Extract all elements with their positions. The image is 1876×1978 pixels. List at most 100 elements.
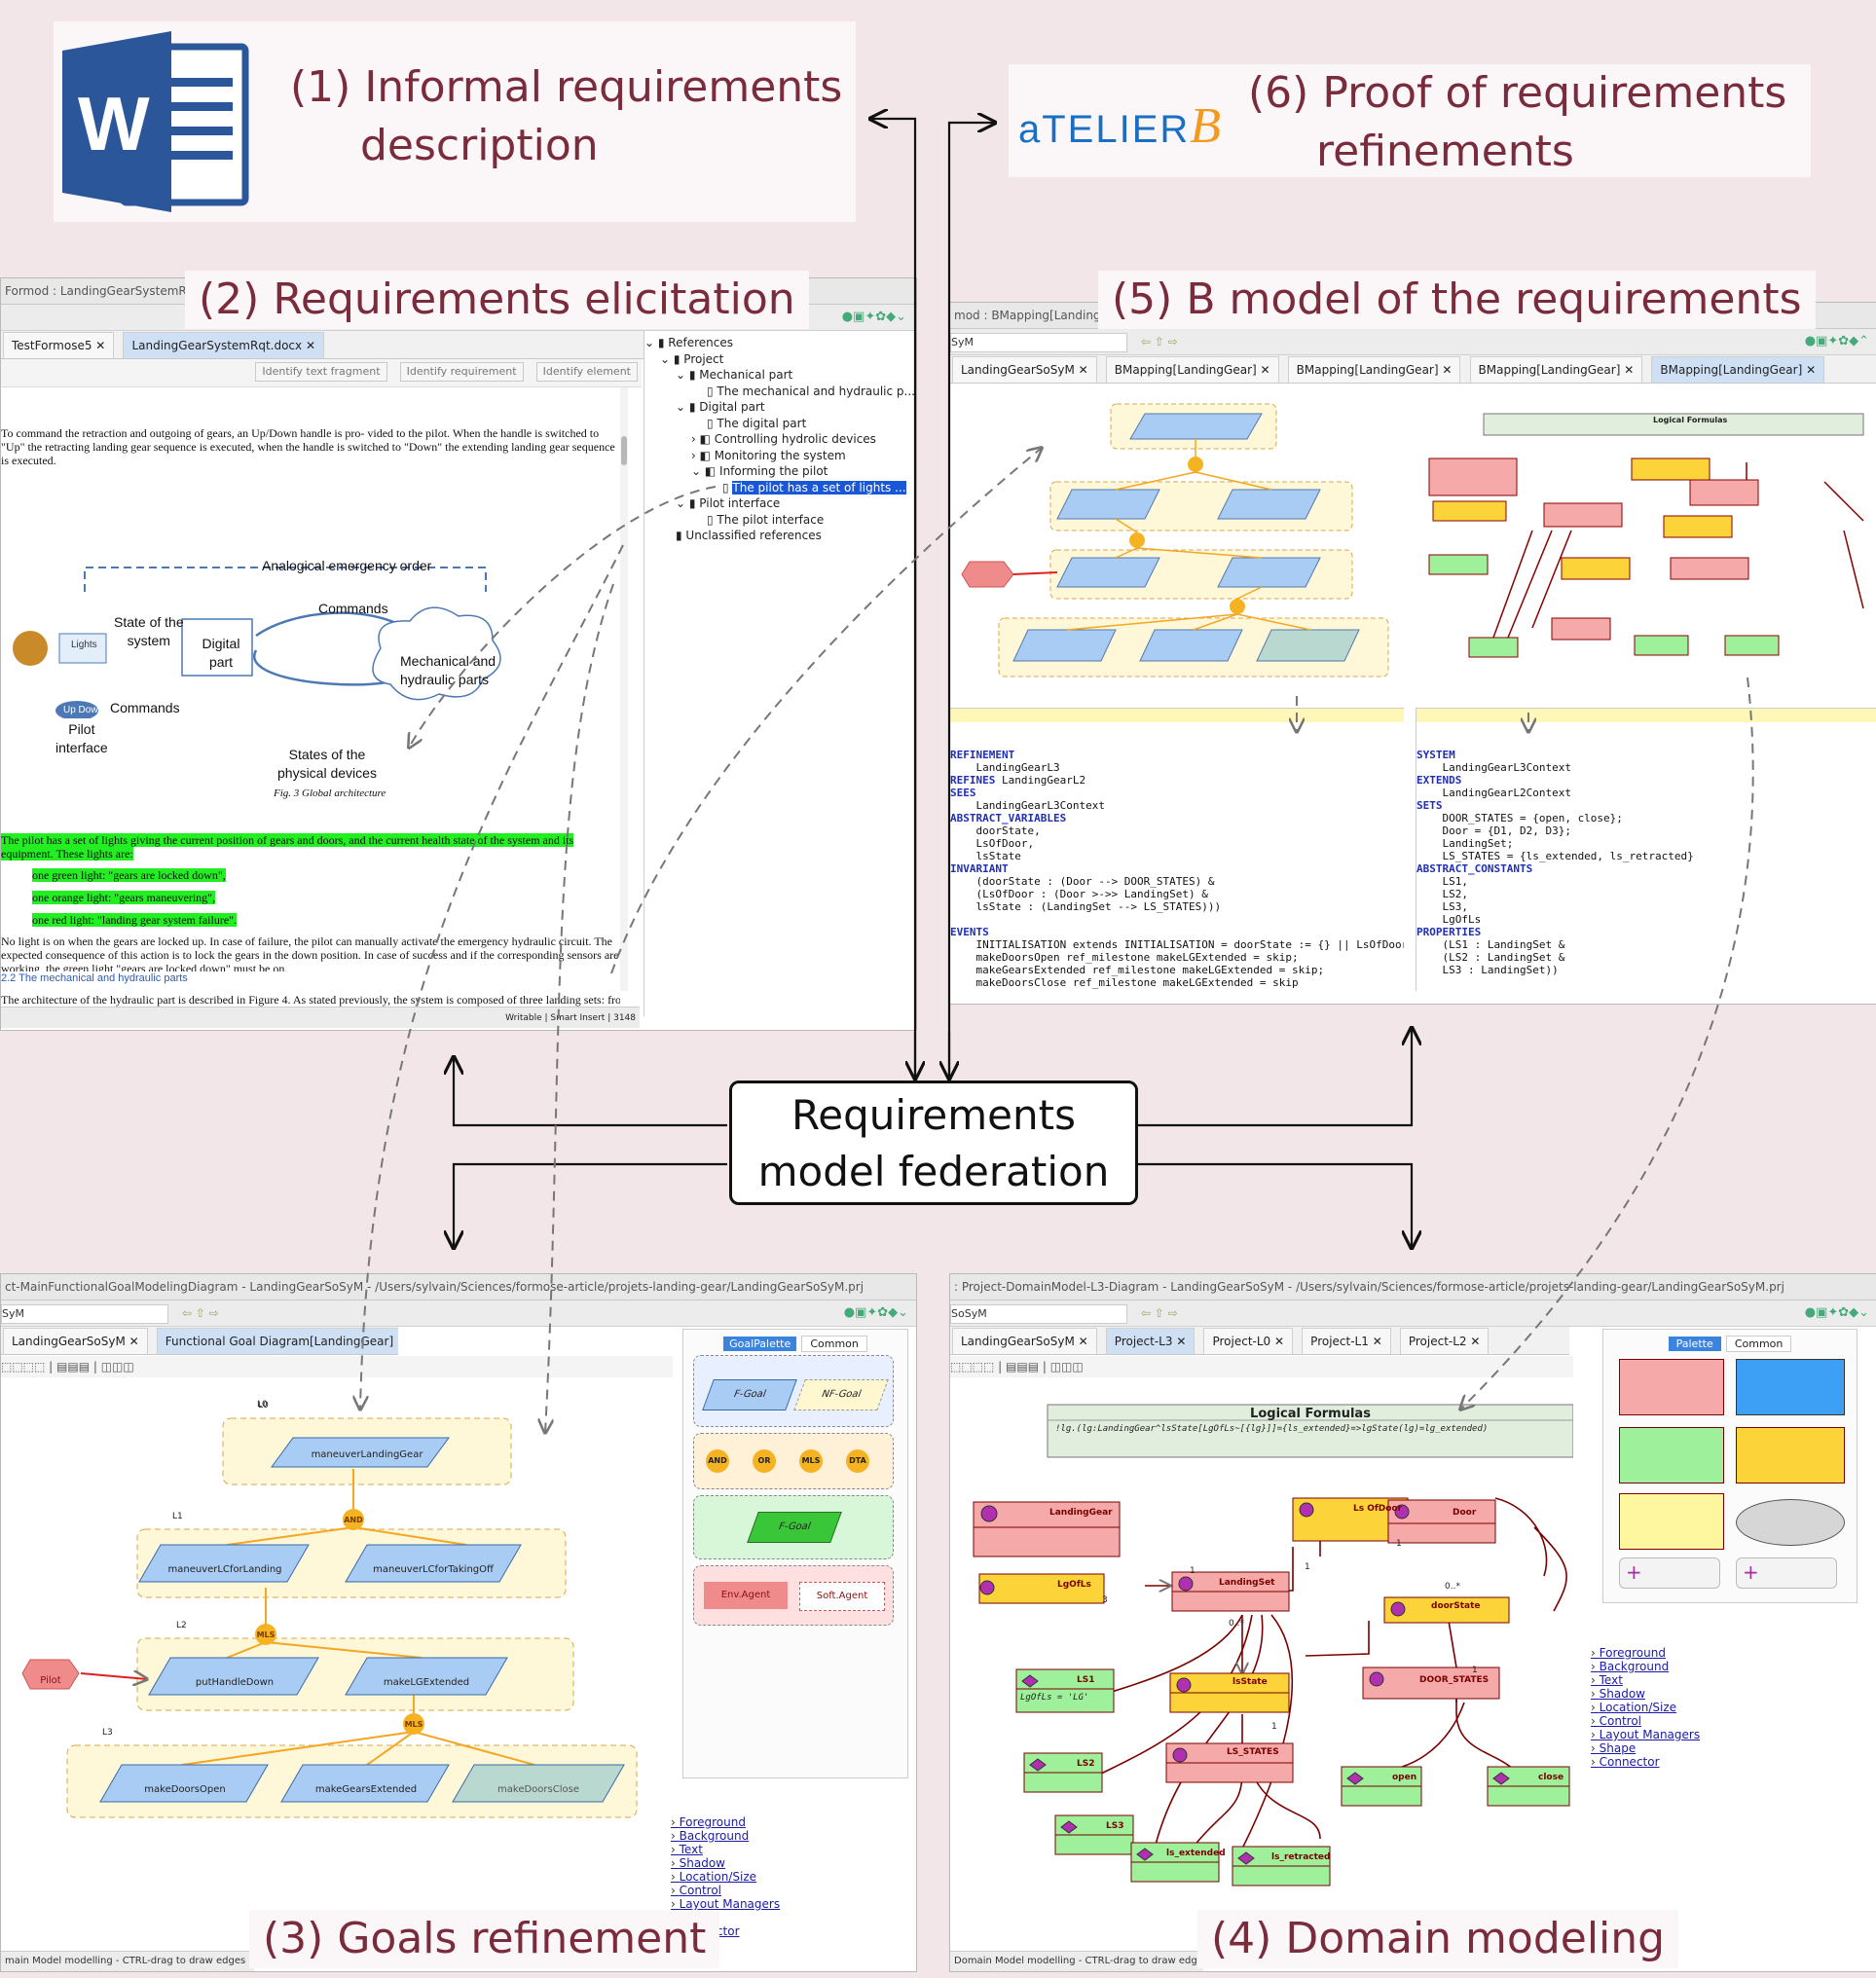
path-field[interactable]: SyM bbox=[1, 1304, 168, 1324]
entity-landinggear[interactable]: LandingGear bbox=[1049, 1508, 1113, 1518]
entity-ls2[interactable]: LS2 bbox=[1077, 1759, 1095, 1769]
tree-unclassified[interactable]: ▮ Unclassified references bbox=[676, 529, 822, 542]
diagram-toolbar[interactable]: ⬚⬚⬚⬚ | ▤▤▤ | ◫◫◫ bbox=[1, 1356, 673, 1377]
palette-tab-common[interactable]: Common bbox=[801, 1336, 867, 1352]
palette-or[interactable]: OR bbox=[753, 1449, 776, 1473]
entity-landingset[interactable]: LandingSet bbox=[1219, 1578, 1275, 1588]
tree-monitoring[interactable]: › ◧ Monitoring the system bbox=[691, 448, 846, 462]
palette-soft-agent[interactable]: Soft.Agent bbox=[799, 1582, 885, 1611]
property-link[interactable]: Shadow bbox=[1591, 1687, 1700, 1701]
palette-env-agent[interactable]: Env.Agent bbox=[704, 1582, 788, 1609]
document-area[interactable]: To command the retraction and outgoing o… bbox=[1, 387, 620, 991]
entity-door[interactable]: Door bbox=[1453, 1508, 1477, 1518]
nav-arrows-icon[interactable]: ⇦ ⇧ ⇨ bbox=[181, 1306, 219, 1320]
entity-lsofdoor[interactable]: Ls OfDoor bbox=[1353, 1504, 1403, 1514]
properties-list[interactable]: ForegroundBackgroundTextShadowLocation/S… bbox=[671, 1815, 780, 1938]
palette-tab-common[interactable]: Common bbox=[1725, 1336, 1792, 1352]
property-link[interactable]: Control bbox=[1591, 1714, 1700, 1728]
palette-ellipse[interactable] bbox=[1736, 1499, 1845, 1546]
diagram-toolbar[interactable]: ⬚⬚⬚⬚ | ▤▤▤ | ◫◫◫ bbox=[950, 1356, 1573, 1377]
toolbar-icons[interactable]: ●▣✦✿◆⌄ bbox=[843, 1305, 908, 1320]
toolbar-icons[interactable]: ●▣✦✿◆⌄ bbox=[841, 310, 906, 324]
property-link[interactable]: Connector bbox=[1591, 1755, 1700, 1769]
goal-make-doors-close[interactable]: makeDoorsClose bbox=[497, 1784, 579, 1795]
tree-mechanical-text[interactable]: ▯ The mechanical and hydraulic p... bbox=[707, 384, 915, 398]
tree-digital-part[interactable]: ⌄ ▮ Digital part bbox=[676, 400, 765, 414]
tree-controlling[interactable]: › ◧ Controlling hydrolic devices bbox=[691, 432, 876, 446]
tree-pilot-lights[interactable]: ▯ The pilot has a set of lights ... bbox=[722, 480, 906, 494]
goal-maneuver-lc-for-taking-off[interactable]: maneuverLCforTakingOff bbox=[373, 1564, 494, 1575]
properties-list[interactable]: ForegroundBackgroundTextShadowLocation/S… bbox=[1591, 1646, 1700, 1769]
entity-ls-retracted[interactable]: ls_retracted bbox=[1271, 1852, 1331, 1862]
property-link[interactable]: Shape bbox=[1591, 1741, 1700, 1755]
property-link[interactable]: Background bbox=[671, 1829, 780, 1843]
identify-element-button[interactable]: Identify element bbox=[535, 362, 638, 382]
property-link[interactable]: Foreground bbox=[1591, 1646, 1700, 1660]
entity-ls-extended[interactable]: ls_extended bbox=[1166, 1849, 1226, 1858]
entity-open[interactable]: open bbox=[1392, 1773, 1417, 1782]
entity-lgofls[interactable]: LgOfLs bbox=[1057, 1580, 1091, 1590]
tab-landinggearsosym[interactable]: LandingGearSoSyM ✕ bbox=[3, 1328, 148, 1354]
property-link[interactable]: Layout Managers bbox=[1591, 1728, 1700, 1741]
operator-mls-1[interactable]: MLS bbox=[256, 1630, 276, 1639]
goal-make-gears-extended[interactable]: makeGearsExtended bbox=[314, 1784, 418, 1795]
palette-and[interactable]: AND bbox=[706, 1449, 729, 1473]
tab-testformose5[interactable]: TestFormose5 ✕ bbox=[3, 332, 115, 358]
nav-arrows-icon[interactable]: ⇦ ⇧ ⇨ bbox=[1140, 335, 1178, 348]
palette-fgoal-green[interactable]: F-Goal bbox=[747, 1512, 842, 1543]
tab-project-l2[interactable]: Project-L2 ✕ bbox=[1399, 1328, 1490, 1354]
logical-formula-expression[interactable]: !lg.(lg:LandingGear^lsState[LgOfLs~[{lg}… bbox=[1055, 1424, 1489, 1434]
goal-maneuver-lc-for-landing[interactable]: maneuverLCforLanding bbox=[167, 1564, 282, 1575]
nav-arrows-icon[interactable]: ⇦ ⇧ ⇨ bbox=[1140, 1306, 1178, 1320]
tree-pilot-interface[interactable]: ⌄ ▮ Pilot interface bbox=[676, 496, 781, 510]
tab-bmapping-2[interactable]: BMapping[LandingGear] ✕ bbox=[1287, 356, 1461, 383]
identify-text-fragment-button[interactable]: Identify text fragment bbox=[255, 362, 387, 382]
tab-project-l0[interactable]: Project-L0 ✕ bbox=[1203, 1328, 1294, 1354]
tree-informing[interactable]: ⌄ ◧ Informing the pilot bbox=[691, 464, 828, 478]
tab-functional-goal-diagram[interactable]: Functional Goal Diagram[LandingGear] ✕ bbox=[156, 1328, 398, 1354]
tab-landinggear-docx[interactable]: LandingGearSystemRqt.docx ✕ bbox=[123, 332, 324, 358]
entity-door-states[interactable]: DOOR_STATES bbox=[1419, 1675, 1490, 1685]
entity-close[interactable]: close bbox=[1538, 1773, 1564, 1782]
identify-requirement-button[interactable]: Identify requirement bbox=[399, 362, 524, 382]
entity-ls3[interactable]: LS3 bbox=[1106, 1821, 1124, 1831]
palette-dta[interactable]: DTA bbox=[846, 1449, 869, 1473]
goal-make-doors-open[interactable]: makeDoorsOpen bbox=[144, 1784, 226, 1795]
property-link[interactable]: Foreground bbox=[671, 1815, 780, 1829]
palette-entity-pink[interactable] bbox=[1619, 1359, 1724, 1415]
property-link[interactable]: Location/Size bbox=[671, 1870, 780, 1884]
goal-maneuver-landing-gear[interactable]: maneuverLandingGear bbox=[311, 1449, 423, 1460]
tab-bmapping-3[interactable]: BMapping[LandingGear] ✕ bbox=[1469, 356, 1643, 383]
tab-project-l1[interactable]: Project-L1 ✕ bbox=[1302, 1328, 1391, 1354]
tab-landinggearsosym[interactable]: LandingGearSoSyM ✕ bbox=[952, 1328, 1097, 1354]
entity-ls1[interactable]: LS1 bbox=[1077, 1675, 1095, 1685]
tree-references[interactable]: ⌄ ▮ References bbox=[644, 336, 733, 349]
property-link[interactable]: Text bbox=[1591, 1673, 1700, 1687]
palette-entity-green[interactable] bbox=[1619, 1427, 1724, 1484]
palette-mls[interactable]: MLS bbox=[799, 1449, 823, 1473]
entity-ls-states[interactable]: LS_STATES bbox=[1227, 1747, 1279, 1757]
path-field[interactable]: SyM bbox=[950, 333, 1127, 352]
palette-tab-palette[interactable]: Palette bbox=[1668, 1337, 1721, 1351]
tree-digital-text[interactable]: ▯ The digital part bbox=[707, 416, 807, 430]
toolbar-icons[interactable]: ●▣✦✿◆⌄ bbox=[1804, 1305, 1869, 1320]
entity-ls1-value[interactable]: LgOfLs = 'LG' bbox=[1020, 1693, 1089, 1703]
add-icon[interactable]: + bbox=[1619, 1557, 1720, 1589]
palette-tab-goal[interactable]: GoalPalette bbox=[723, 1337, 797, 1351]
tree-mechanical-part[interactable]: ⌄ ▮ Mechanical part bbox=[676, 368, 793, 382]
palette-entity-yellow[interactable] bbox=[1736, 1427, 1845, 1484]
palette-nfgoal[interactable]: NF-Goal bbox=[793, 1379, 889, 1410]
tab-landinggearsosym[interactable]: LandingGearSoSyM ✕ bbox=[952, 356, 1097, 383]
tab-bmapping-4[interactable]: BMapping[LandingGear] ✕ bbox=[1651, 356, 1825, 383]
property-link[interactable]: Control bbox=[671, 1884, 780, 1897]
tab-bmapping-1[interactable]: BMapping[LandingGear] ✕ bbox=[1105, 356, 1279, 383]
goal-make-lg-extended[interactable]: makeLGExtended bbox=[383, 1677, 470, 1688]
tab-project-l3[interactable]: Project-L3 ✕ bbox=[1105, 1328, 1195, 1354]
palette-entity-blue[interactable] bbox=[1736, 1359, 1845, 1415]
operator-mls-2[interactable]: MLS bbox=[404, 1720, 423, 1729]
palette-entity-lightyellow[interactable] bbox=[1619, 1493, 1724, 1550]
property-link[interactable]: Background bbox=[1591, 1660, 1700, 1673]
property-link[interactable]: Layout Managers bbox=[671, 1897, 780, 1911]
